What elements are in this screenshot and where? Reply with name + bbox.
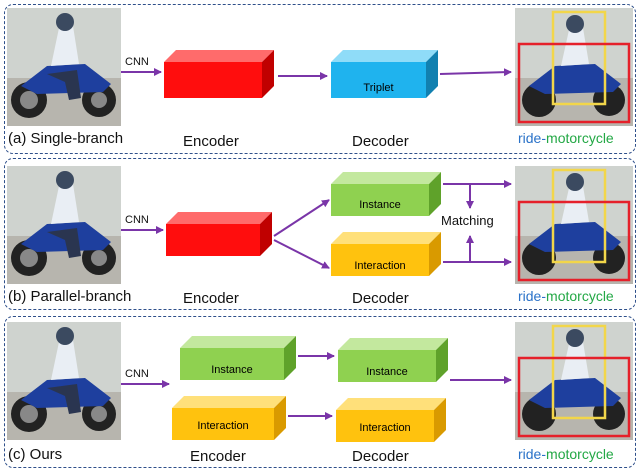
- encoder-instance-block-c: [180, 336, 296, 380]
- decoder-instance-block-c: [338, 338, 448, 382]
- decoder-label-b: Decoder: [352, 290, 409, 307]
- arrow-encoder-instance-b: [273, 199, 330, 237]
- caption-ours: (c) Ours: [8, 446, 63, 463]
- input-image-b: [7, 166, 121, 284]
- caption-single-branch: (a) Single-branch: [8, 130, 124, 147]
- output-image-a: [515, 8, 633, 126]
- encoder-interaction-block-c: [172, 396, 286, 440]
- object-box: [517, 356, 631, 438]
- object-label: motorcycle: [546, 130, 614, 146]
- cnn-label-a: CNN: [125, 56, 149, 68]
- object-label: motorcycle: [546, 288, 614, 304]
- panel-single-branch: [4, 4, 636, 154]
- encoder-label-a: Encoder: [183, 133, 239, 150]
- interaction-label-b: Interaction: [354, 260, 406, 272]
- result-label-c: ride-motorcycle: [518, 446, 614, 462]
- encoder-interaction-label-c: Interaction: [197, 420, 249, 432]
- instance-label-b: Instance: [359, 199, 401, 211]
- arrow-encoder-interaction-b: [273, 239, 330, 269]
- decoder-instance-label-c: Instance: [366, 366, 408, 378]
- verb-label: ride: [518, 288, 542, 304]
- input-image-a: [7, 8, 121, 126]
- human-box: [551, 168, 607, 264]
- instance-block-b: [331, 172, 441, 216]
- object-box: [517, 42, 631, 124]
- decoder-interaction-label-c: Interaction: [359, 422, 411, 434]
- output-image-b: [515, 166, 633, 284]
- verb-label: ride: [518, 446, 542, 462]
- cnn-label-c: CNN: [125, 368, 149, 380]
- human-box: [551, 324, 607, 420]
- arrow-decoder-output-a: [439, 68, 512, 77]
- input-image-c: [7, 322, 121, 440]
- interaction-block-b: [331, 232, 441, 276]
- panel-ours: [4, 316, 636, 468]
- decoder-interaction-block-c: [336, 398, 446, 442]
- triplet-block: [331, 50, 438, 98]
- object-label: motorcycle: [546, 446, 614, 462]
- result-label-a: ride-motorcycle: [518, 130, 614, 146]
- output-image-c: [515, 322, 633, 440]
- result-label-b: ride-motorcycle: [518, 288, 614, 304]
- decoder-label-a: Decoder: [352, 133, 409, 150]
- encoder-block-b: [166, 212, 272, 256]
- cnn-label-b: CNN: [125, 214, 149, 226]
- human-box: [551, 10, 607, 106]
- encoder-block-a: [164, 50, 274, 98]
- separator: -: [541, 446, 547, 462]
- encoder-label-c: Encoder: [190, 448, 246, 465]
- matching-label: Matching: [441, 213, 494, 228]
- panel-parallel-branch: [4, 158, 636, 310]
- separator: -: [541, 288, 547, 304]
- triplet-label: Triplet: [363, 82, 394, 94]
- encoder-instance-label-c: Instance: [211, 364, 253, 376]
- caption-parallel-branch: (b) Parallel-branch: [8, 288, 132, 305]
- object-box: [517, 200, 631, 282]
- separator: -: [541, 130, 547, 146]
- encoder-label-b: Encoder: [183, 290, 239, 307]
- verb-label: ride: [518, 130, 542, 146]
- decoder-label-c: Decoder: [352, 448, 409, 465]
